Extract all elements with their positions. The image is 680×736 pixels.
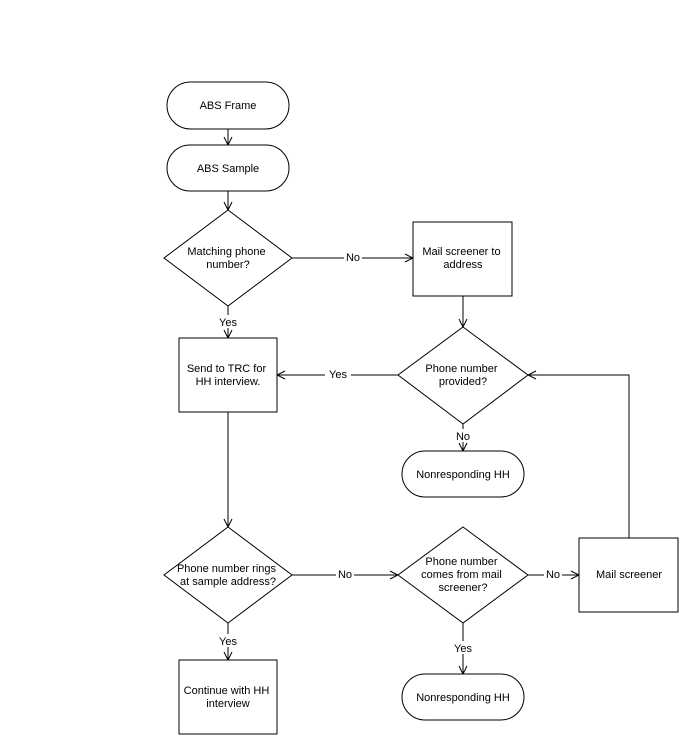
svg-text:Yes: Yes <box>329 369 347 381</box>
node-label: ABS Sample <box>197 163 259 175</box>
edge-label-matching-yes: Yes <box>215 315 241 329</box>
node-label: Mail screener <box>596 569 662 581</box>
svg-text:No: No <box>338 569 352 581</box>
process-continue-hh-interview: Continue with HH interview <box>178 659 278 735</box>
node-label: ABS Frame <box>200 100 257 112</box>
node-abs-frame: ABS Frame <box>166 81 290 130</box>
svg-text:No: No <box>546 569 560 581</box>
node-abs-sample: ABS Sample <box>166 144 290 192</box>
decision-rings-at-sample-address: Phone number rings at sample address? <box>163 526 293 624</box>
svg-text:No: No <box>346 252 360 264</box>
edge-label-provided-yes: Yes <box>325 368 351 381</box>
node-label: Phone number rings at sample address? <box>177 563 279 588</box>
node-label: Nonresponding HH <box>416 469 510 481</box>
process-mail-screener-to-address: Mail screener to address <box>412 221 513 297</box>
edge-label-provided-no: No <box>454 429 472 443</box>
edge-label-comes-mail-yes: Yes <box>450 641 476 655</box>
svg-text:Yes: Yes <box>219 636 237 648</box>
process-mail-screener: Mail screener <box>578 537 679 613</box>
decision-comes-from-mail-screener: Phone number comes from mail screener? <box>397 526 529 624</box>
edge-label-comes-mail-no: No <box>544 568 562 581</box>
node-label: Phone number provided? <box>425 363 500 388</box>
node-label: Matching phone number? <box>187 246 268 271</box>
node-label: Phone number comes from mail screener? <box>421 556 505 594</box>
decision-matching-phone: Matching phone number? <box>163 209 293 307</box>
edge-labels: No Yes Yes No No No Yes Yes <box>215 251 562 655</box>
svg-text:Yes: Yes <box>454 643 472 655</box>
terminal-nonresponding-hh-2: Nonresponding HH <box>401 673 525 721</box>
decision-phone-provided: Phone number provided? <box>397 326 529 425</box>
svg-text:No: No <box>456 431 470 443</box>
edge-mail-screener-to-provided <box>528 375 630 538</box>
terminal-nonresponding-hh-1: Nonresponding HH <box>401 450 525 498</box>
node-label: Send to TRC for HH interview. <box>187 363 269 388</box>
node-label: Continue with HH interview <box>184 685 273 710</box>
edge-label-rings-yes: Yes <box>215 634 241 648</box>
process-send-to-trc: Send to TRC for HH interview. <box>178 337 278 413</box>
edge-label-matching-no: No <box>344 251 362 264</box>
node-label: Nonresponding HH <box>416 692 510 704</box>
edge-label-rings-no: No <box>336 568 354 581</box>
node-label: Mail screener to address <box>422 246 503 271</box>
svg-text:Yes: Yes <box>219 317 237 329</box>
